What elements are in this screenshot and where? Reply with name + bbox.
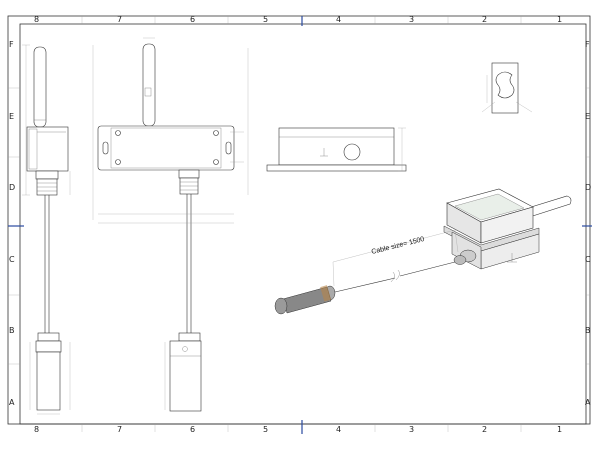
- bottom-col-3: 3: [409, 425, 414, 434]
- bottom-col-7: 7: [117, 425, 122, 434]
- left-row-labels: F E D C B A: [9, 40, 15, 407]
- bottom-col-8: 8: [34, 425, 39, 434]
- top-col-5: 5: [263, 15, 268, 24]
- right-row-b: B: [585, 326, 591, 335]
- left-row-c: C: [9, 255, 15, 264]
- mounting-slot-detail: [481, 62, 533, 114]
- isometric-view: Cable size= 1500: [274, 188, 572, 315]
- top-col-3: 3: [409, 15, 414, 24]
- front-view: [92, 37, 249, 412]
- right-row-a: A: [585, 398, 591, 407]
- right-row-e: E: [585, 112, 590, 121]
- top-col-4: 4: [336, 15, 341, 24]
- left-row-e: E: [9, 112, 14, 121]
- top-col-7: 7: [117, 15, 122, 24]
- right-row-c: C: [585, 255, 591, 264]
- left-row-a: A: [9, 398, 15, 407]
- top-col-8: 8: [34, 15, 39, 24]
- bottom-col-4: 4: [336, 425, 341, 434]
- top-col-1: 1: [557, 15, 562, 24]
- bottom-col-2: 2: [482, 425, 487, 434]
- right-row-f: F: [585, 40, 590, 49]
- right-row-labels: F E D C B A: [585, 40, 591, 407]
- drawing-border: [7, 15, 592, 434]
- top-view: [266, 127, 407, 172]
- top-column-labels: 8 7 6 5 4 3 2 1: [34, 15, 562, 24]
- left-row-b: B: [9, 326, 15, 335]
- left-row-d: D: [9, 183, 15, 192]
- right-row-d: D: [585, 183, 591, 192]
- bottom-col-5: 5: [263, 425, 268, 434]
- bottom-col-6: 6: [190, 425, 195, 434]
- bottom-column-labels: 8 7 6 5 4 3 2 1: [34, 425, 562, 434]
- side-view: [22, 44, 71, 415]
- top-col-2: 2: [482, 15, 487, 24]
- left-row-f: F: [9, 40, 14, 49]
- cable-size-label: Cable size= 1500: [371, 236, 425, 256]
- bottom-col-1: 1: [557, 425, 562, 434]
- top-col-6: 6: [190, 15, 195, 24]
